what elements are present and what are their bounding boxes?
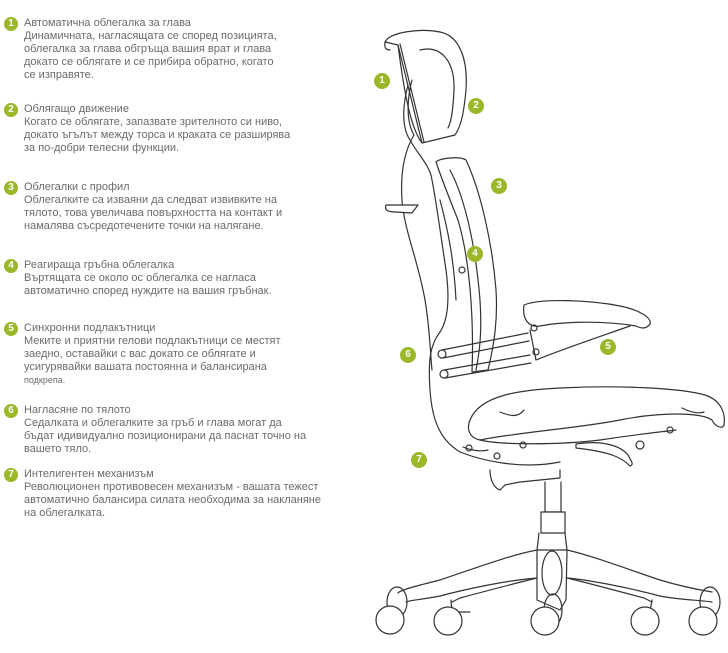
feature-description: Меките и приятни гелови подлакътници се … xyxy=(24,335,374,387)
headrest-shape xyxy=(384,29,467,144)
desc-line: вашето тяло. xyxy=(24,443,92,455)
feature-title: Интелигентен механизъм xyxy=(24,468,154,480)
number-badge: 2 xyxy=(4,103,18,117)
desc-line: усигурявайки вашата постоянна и балансир… xyxy=(24,361,267,373)
backrest-frame xyxy=(400,79,561,466)
feature-description: Динамичната, нагласящата се според позиц… xyxy=(24,30,374,82)
number-badge: 7 xyxy=(4,468,18,482)
mechanism xyxy=(489,469,561,491)
callout-6: 6 xyxy=(400,347,416,363)
seat xyxy=(462,386,725,467)
desc-line: Облегалките са изваяни да следват извивк… xyxy=(24,194,277,206)
callout-2: 2 xyxy=(468,98,484,114)
callout-1: 1 xyxy=(374,73,390,89)
base xyxy=(386,549,721,627)
number-badge: 1 xyxy=(4,17,18,31)
desc-line: автоматично балансира силата необходима … xyxy=(24,494,321,506)
desc-line: докато ъгълът между торса и краката се р… xyxy=(24,129,291,141)
feature-description: Когато се облягате, запазвате зрителното… xyxy=(24,116,374,155)
feature-description: Революционен противовесен механизъм - ва… xyxy=(24,481,374,520)
desc-line: тялото, това увеличава повърхността на к… xyxy=(24,207,283,219)
callout-3: 3 xyxy=(491,178,507,194)
feature-title: Облегалки с профил xyxy=(24,181,130,193)
desc-line: на облегалката. xyxy=(24,507,106,519)
number-badge: 4 xyxy=(4,259,18,273)
casters xyxy=(375,605,718,636)
desc-line: облегалка за глава обгръща вашия врат и … xyxy=(24,43,272,55)
feature-title: Нагласяне по тялото xyxy=(24,404,131,416)
feature-description: Седалката и облегалките за гръб и глава … xyxy=(24,417,374,456)
callout-7: 7 xyxy=(411,452,427,468)
feature-title: Облягащо движение xyxy=(24,103,129,115)
desc-line: Меките и приятни гелови подлакътници се … xyxy=(24,335,281,347)
desc-line: Въртящата се около ос облегалка се нагла… xyxy=(24,272,256,284)
number-badge: 5 xyxy=(4,322,18,336)
feature-title: Автоматична облегалка за глава xyxy=(24,17,191,29)
feature-title: Реагираща гръбна облегалка xyxy=(24,259,175,271)
feature-description: Въртящата се около ос облегалка се нагла… xyxy=(24,272,374,298)
desc-line: подкрепа. xyxy=(24,375,66,385)
desc-line: намалява съсредотечените точки на наляга… xyxy=(24,220,264,232)
desc-line: заедно, оставайки с вас докато се обляга… xyxy=(24,348,256,360)
gas-cylinder xyxy=(536,481,568,551)
desc-line: се изправяте. xyxy=(24,69,94,81)
desc-line: докато се облягате и се прибира обратно,… xyxy=(24,56,274,68)
desc-line: за по-добри телесни функции. xyxy=(24,142,180,154)
armrest xyxy=(437,300,651,379)
callout-4: 4 xyxy=(467,246,483,262)
callout-5: 5 xyxy=(600,339,616,355)
number-badge: 6 xyxy=(4,404,18,418)
desc-line: бъдат идивидуално позиционирани да пасна… xyxy=(24,430,307,442)
feature-title: Синхронни подлакътници xyxy=(24,322,156,334)
desc-line: Когато се облягате, запазвате зрителното… xyxy=(24,116,283,128)
desc-line: Революционен противовесен механизъм - ва… xyxy=(24,481,319,493)
desc-line: Седалката и облегалките за гръб и глава … xyxy=(24,417,282,429)
number-badge: 3 xyxy=(4,181,18,195)
side-handle xyxy=(384,204,419,214)
desc-line: Динамичната, нагласящата се според позиц… xyxy=(24,30,277,42)
feature-description: Облегалките са изваяни да следват извивк… xyxy=(24,194,374,233)
desc-line: автоматично според нуждите на вашия гръб… xyxy=(24,285,272,297)
